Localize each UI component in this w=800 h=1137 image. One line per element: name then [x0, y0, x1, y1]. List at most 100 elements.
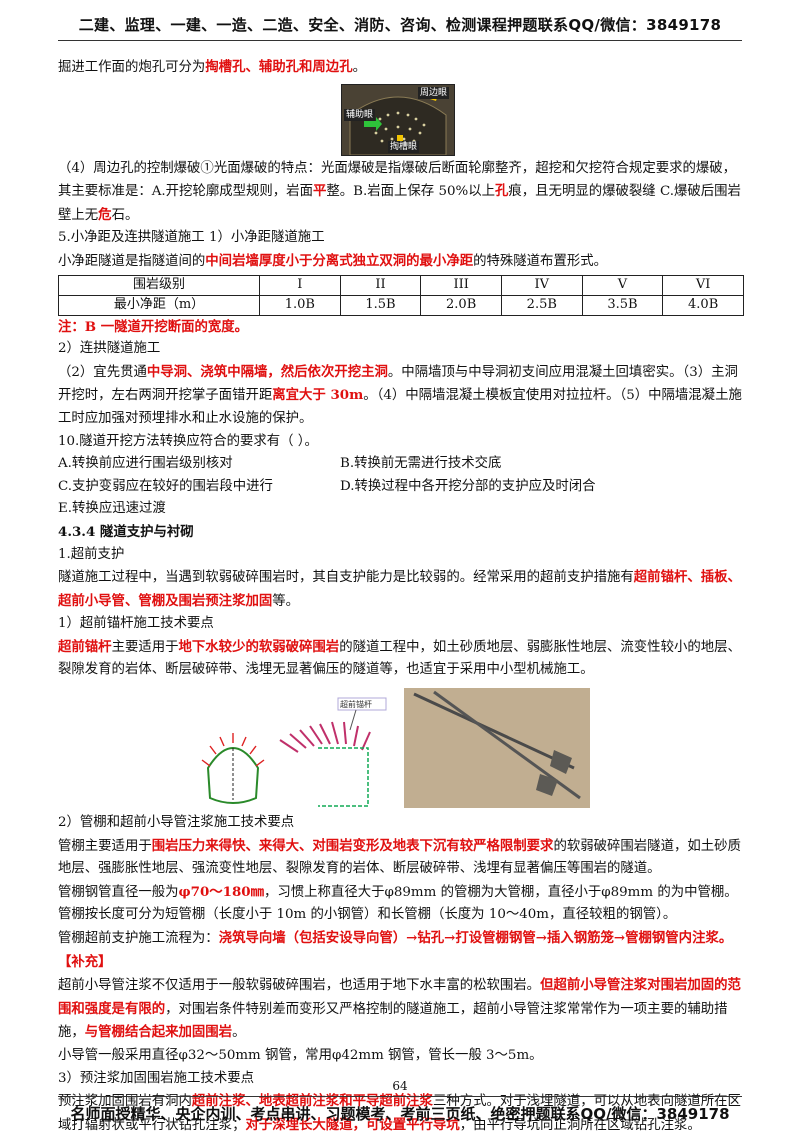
text: ，由平行导坑向正洞所在区域钻孔注浆。 — [459, 1117, 701, 1133]
table-cell: VI — [662, 274, 744, 296]
table-cell: II — [339, 274, 422, 296]
question-options: A.转换前应进行围岩级别核对 B.转换前无需进行技术交底 C.支护变弱应在较好的… — [58, 453, 744, 521]
table-cell: 最小净距（m） — [58, 294, 260, 316]
emphasis-text: 超前注浆、地表超前注浆和平导超前注浆 — [191, 1093, 433, 1110]
peri-hole-label: 周边眼 — [418, 86, 450, 99]
text: 主要适用于 — [111, 639, 179, 655]
small-pipe-paragraph: 超前小导管注浆不仅适用于一般软弱破碎围岩，也适用于地下水丰富的松软围岩。但超前小… — [58, 974, 744, 1045]
text: 三种方式。对于浅埋隧道，可以从地表向隧道所在区域打辐射状或平行状钻孔注浆； — [58, 1094, 741, 1133]
emphasis-text: 中导洞、浇筑中隔墙，然后依次开挖主洞 — [146, 363, 388, 380]
page-header: 二建、监理、一建、一造、二造、安全、消防、咨询、检测课程押题联系QQ/微信：38… — [78, 16, 722, 34]
emphasis-text: 孔 — [495, 183, 509, 200]
section-heading: 1）超前锚杆施工技术要点 — [58, 616, 214, 632]
text: （4）周边孔的控制爆破①光面爆破的特点：光面爆破是指爆破后断面轮廓整齐，超挖和欠… — [58, 160, 737, 200]
table-row: 最小净距（m） 1.0B 1.5B 2.0B 2.5B 3.5B 4.0B — [58, 294, 744, 316]
section-heading: 5.小净距及连拱隧道施工 1）小净距隧道施工 — [58, 230, 325, 246]
emphasis-text: 但超前小导管注浆对围岩加固的范围和强度是有限的 — [58, 977, 741, 1017]
page-footer: 名师面授精华、央企内训、考点串讲、习题模考、考前三页纸、绝密押题联系QQ/微信：… — [70, 1105, 730, 1123]
bolt-figures: 超前锚杆 — [58, 688, 744, 809]
table-cell: 围岩级别 — [58, 274, 260, 296]
pipe-roof-paragraph: 管棚主要适用于围岩压力来得快、来得大、对围岩变形及地表下沉有较严格限制要求的软弱… — [58, 835, 744, 881]
text: 整。B.岩面上保存 50%以上 — [326, 184, 495, 200]
text: 的隧道工程中，如土砂质地层、弱膨胀性地层、流变性较小的地层、裂隙发育的岩体、断层… — [58, 639, 741, 678]
table-header-row: 围岩级别 I II III IV V VI — [58, 274, 744, 296]
table-note: 注：B 一隧道开挖断面的宽度。 — [58, 318, 249, 335]
emphasis-text: 地下水较少的软弱破碎围岩 — [178, 638, 340, 655]
document-body: 掘进工作面的炮孔可分为掏槽孔、辅助孔和周边孔。 辅助眼 周边眼 掏槽眼 （4）周… — [58, 56, 744, 1137]
twin-arch-paragraph: （2）宜先贯通中导洞、浇筑中隔墙，然后依次开挖主洞。中隔墙顶与中导洞初支间应用混… — [58, 361, 744, 431]
text: （2）宜先贯通 — [58, 364, 147, 380]
small-pipe-spec: 小导管一般采用直径φ32～50mm 钢管，常用φ42mm 钢管，管长一般 3～5… — [58, 1048, 543, 1063]
text: 的软弱破碎围岩隧道，如土砂质地层、强膨胀性地层、强流变性地层、裂隙发育的岩体、断… — [58, 838, 741, 877]
option-d: D.转换过程中各开挖分部的支护应及时闭合 — [340, 478, 596, 494]
emphasis-text: 超前锚杆、插板、超前小导管、管棚及围岩预注浆加固 — [58, 569, 741, 609]
table-cell: 4.0B — [662, 294, 744, 316]
tunnel-section-diagram — [201, 733, 265, 805]
section-heading: 4.3.4 隧道支护与衬砌 — [58, 523, 194, 540]
text: 隧道施工过程中，当遇到软弱破碎围岩时，其自支护能力是比较弱的。经常采用的超前支护… — [58, 570, 634, 586]
text: 预注浆加固围岩有洞内 — [58, 1094, 192, 1110]
min-spacing-table: 围岩级别 I II III IV V VI 最小净距（m） 1.0B 1.5B … — [58, 274, 744, 316]
smooth-blasting-paragraph: （4）周边孔的控制爆破①光面爆破的特点：光面爆破是指爆破后断面轮廓整齐，超挖和欠… — [58, 158, 744, 228]
emphasis-text: 围岩压力来得快、来得大、对围岩变形及地表下沉有较严格限制要求 — [151, 837, 554, 854]
bolt-label: 超前锚杆 — [340, 699, 372, 709]
definition-paragraph: 小净距隧道是指隧道间的中间岩墙厚度小于分离式独立双洞的最小净距的特殊隧道布置形式… — [58, 250, 744, 274]
text: 石。 — [111, 207, 139, 223]
option-e: E.转换应迅速过渡 — [58, 501, 166, 517]
emphasis-text: 与管棚结合起来加固围岩 — [84, 1024, 233, 1041]
question-stem: 10.隧道开挖方法转换应符合的要求有（ ）。 — [58, 433, 318, 449]
pre-grouting-paragraph: 预注浆加固围岩有洞内超前注浆、地表超前注浆和平导超前注浆三种方式。对于浅埋隧道，… — [58, 1090, 744, 1137]
process-paragraph: 管棚超前支护施工流程为：浇筑导向墙（包括安设导向管）→钻孔→打设管棚钢管→插入钢… — [58, 927, 744, 974]
emphasis-text: 掏槽孔、辅助孔和周边孔 — [205, 59, 353, 75]
emphasis-text: 对于深埋长大隧道，可设置平行导坑 — [245, 1116, 460, 1133]
section-heading: 3）预注浆加固围岩施工技术要点 — [58, 1070, 254, 1086]
table-cell: 2.0B — [420, 294, 502, 316]
text: 掘进工作面的炮孔可分为 — [58, 60, 206, 75]
table-cell: 2.5B — [500, 294, 583, 316]
table-cell: 1.0B — [259, 294, 341, 316]
advance-bolt-diagram: 超前锚杆 — [279, 697, 387, 807]
table-cell: IV — [500, 274, 583, 296]
text: 超前小导管注浆不仅适用于一般软弱破碎围岩，也适用于地下水丰富的松软围岩。 — [58, 978, 541, 994]
emphasis-text: 平 — [312, 183, 327, 200]
text: 管棚超前支护施工流程为： — [58, 931, 219, 947]
footer-rule — [58, 1096, 742, 1097]
text: 的特殊隧道布置形式。 — [473, 253, 608, 269]
bolt-photo — [404, 688, 590, 809]
page-number: 64 — [392, 1079, 408, 1093]
header-rule — [58, 40, 742, 41]
section-heading: 1.超前支护 — [58, 546, 125, 562]
text: ，对围岩条件特别差而变形又严格控制的隧道施工，超前小导管注浆常常作为一项主要的辅… — [58, 1001, 728, 1041]
aux-hole-label: 辅助眼 — [344, 108, 376, 121]
cut-hole-label: 掏槽眼 — [388, 140, 420, 153]
emphasis-text: 超前锚杆 — [58, 638, 112, 655]
text: 痕，且无明显的爆破裂缝 C.爆破后围岩壁上无 — [58, 184, 741, 223]
pipe-diameter-paragraph: 管棚钢管直径一般为φ70～180㎜，习惯上称直径大于φ89mm 的管棚为大管棚，… — [58, 881, 744, 927]
emphasis-text: 危 — [98, 206, 112, 223]
table-cell: V — [581, 274, 664, 296]
option-b: B.转换前无需进行技术交底 — [340, 456, 502, 472]
section-heading: 2）管棚和超前小导管注浆施工技术要点 — [58, 815, 295, 831]
option-c: C.支护变弱应在较好的围岩段中进行 — [58, 478, 273, 494]
table-cell: III — [420, 274, 502, 296]
option-a: A.转换前应进行围岩级别核对 — [58, 456, 233, 472]
table-cell: 1.5B — [339, 294, 422, 316]
bolt-paragraph: 超前锚杆主要适用于地下水较少的软弱破碎围岩的隧道工程中，如土砂质地层、弱膨胀性地… — [58, 636, 744, 682]
arrow-right-icon — [364, 116, 382, 131]
text: 。中隔墙顶与中导洞初支间应用混凝土回填密实。（3）主洞开挖时，左右两洞开挖掌子面… — [58, 364, 738, 404]
text: ，习惯上称直径大于φ89mm 的管棚为大管棚，直径小于φ89mm 的为中管棚。管… — [58, 884, 738, 923]
advance-support-paragraph: 隧道施工过程中，当遇到软弱破碎围岩时，其自支护能力是比较弱的。经常采用的超前支护… — [58, 566, 744, 613]
text: 。（4）中隔墙混凝土模板宜使用对拉拉杆。（5）中隔墙混凝土施工时应加强对预埋排水… — [58, 388, 742, 426]
text: 等。 — [272, 593, 300, 609]
emphasis-text: 浇筑导向墙（包括安设导向管）→钻孔→打设管棚钢管→插入钢筋笼→管棚钢管内注浆。【… — [58, 930, 733, 970]
text: 。 — [232, 1025, 246, 1041]
blast-hole-figure: 辅助眼 周边眼 掏槽眼 — [341, 83, 455, 156]
text: 管棚主要适用于 — [58, 838, 152, 854]
emphasis-text: φ70～180㎜ — [178, 883, 264, 900]
emphasis-text: 离宜大于 30m — [272, 387, 364, 404]
text: 。 — [352, 60, 366, 75]
text: 管棚钢管直径一般为 — [58, 884, 179, 900]
emphasis-text: 中间岩墙厚度小于分离式独立双洞的最小净距 — [205, 252, 474, 269]
intro-paragraph: 掘进工作面的炮孔可分为掏槽孔、辅助孔和周边孔。 — [58, 56, 744, 80]
section-heading: 2）连拱隧道施工 — [58, 341, 161, 357]
